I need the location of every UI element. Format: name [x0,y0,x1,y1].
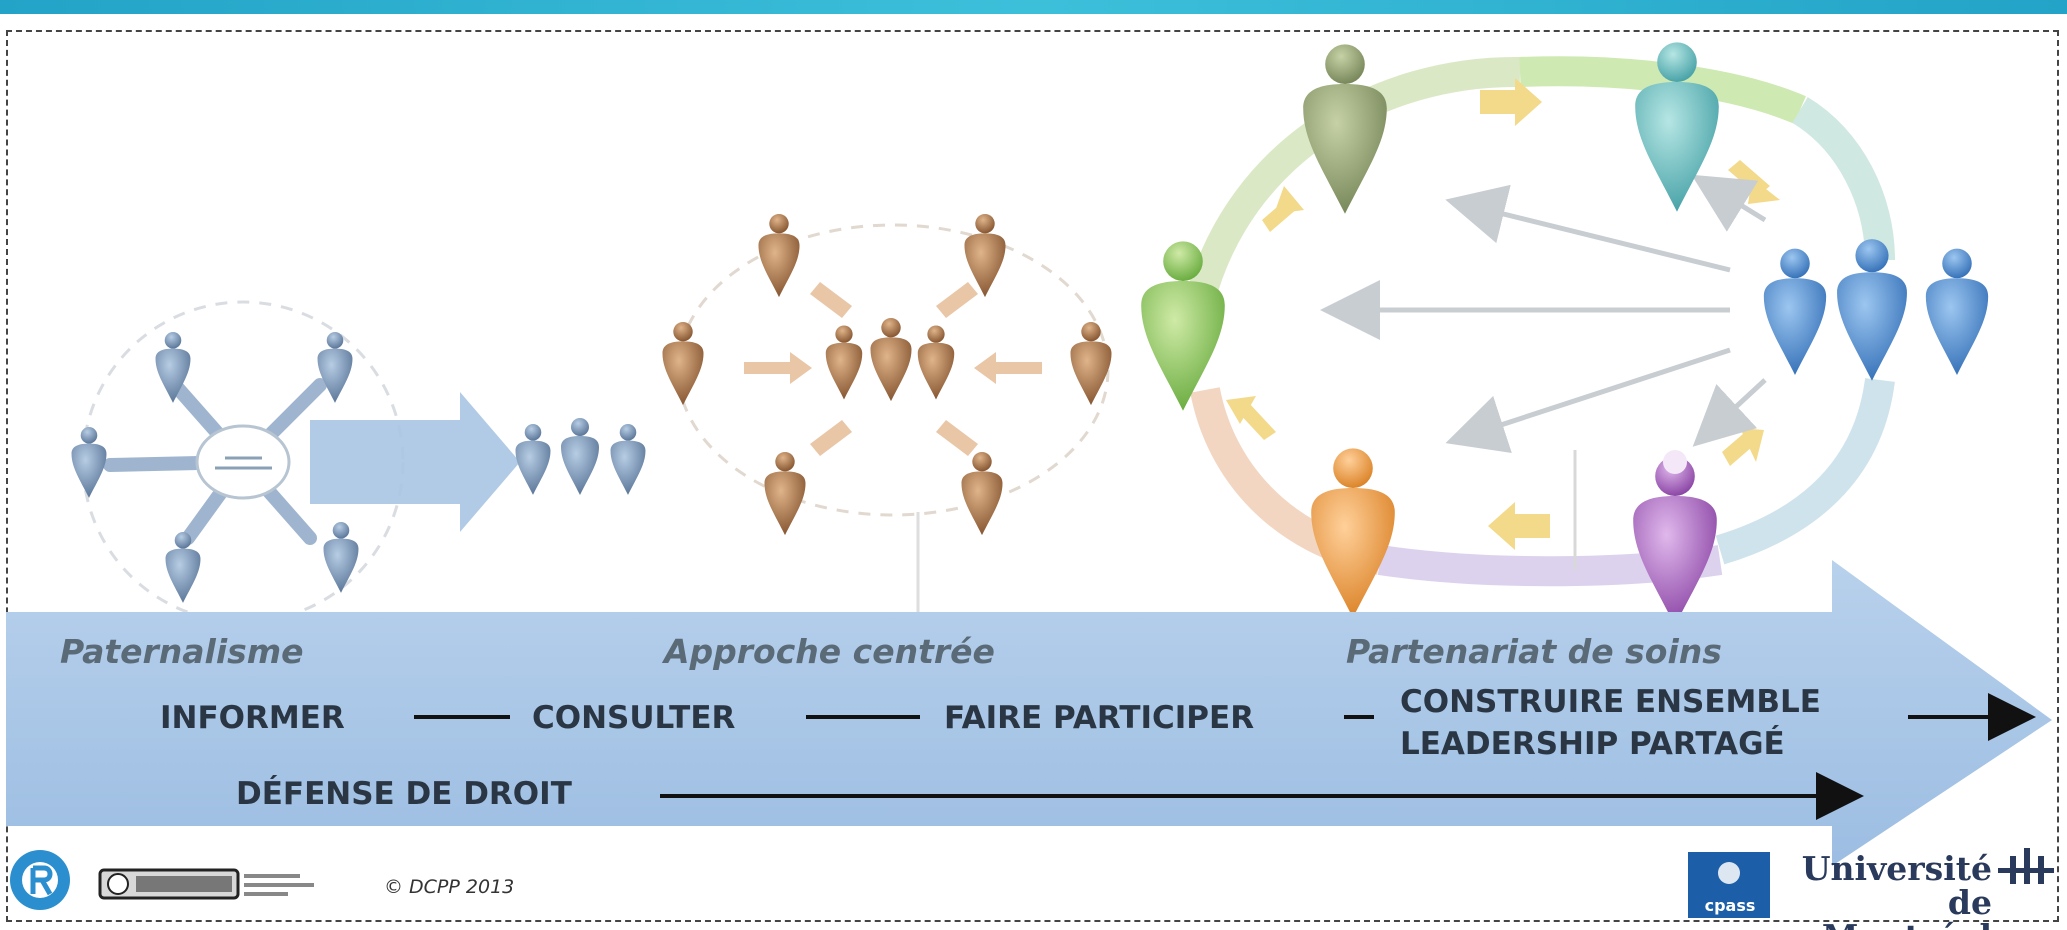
dashed-frame [6,30,2059,922]
partner-person-blue [1925,248,1989,375]
partner-person-blue [1763,248,1827,375]
stage-label-approche: Approche centrée [664,632,995,671]
approach-person [662,321,704,406]
university-line-1: Université [1801,849,1992,888]
paternal-person [561,418,599,495]
step-consulter: CONSULTER [532,700,736,736]
paternal-person [317,332,353,403]
partner-person-olive [1303,44,1387,214]
r-logo-icon [10,850,70,910]
stage-label-partenariat: Partenariat de soins [1346,632,1722,671]
approach-person [917,325,955,400]
approach-person [758,213,800,298]
university-name: Université de Montréal [1770,852,1992,930]
approach-person [825,325,863,400]
approach-person [764,451,806,536]
paternal-person [71,427,107,498]
step-defense-de-droit: DÉFENSE DE DROIT [236,776,572,812]
step-construire-ensemble: CONSTRUIRE ENSEMBLE [1400,684,1821,720]
creative-commons-badge [98,868,314,900]
step-faire-participer: FAIRE PARTICIPER [944,700,1255,736]
partner-person-purple [1633,456,1717,626]
partner-person-blue [1837,239,1907,381]
step-leadership-partage: LEADERSHIP PARTAGÉ [1400,726,1785,762]
copyright-text: © DCPP 2013 [384,876,515,898]
university-line-2: de Montréal [1822,883,1992,930]
main-progression-arrow [6,560,2052,866]
step-informer: INFORMER [160,700,345,736]
approach-person [870,317,912,402]
paternal-person [323,522,359,593]
approach-person [964,213,1006,298]
paternalism-cluster [71,300,646,624]
partnership-cycle [1141,42,1989,626]
approach-person [961,451,1003,536]
udem-logo [1998,848,2054,884]
top-accent-bar [0,0,2067,14]
paternal-person [165,532,201,603]
paternal-person [610,424,646,495]
step-connectors [414,693,2036,820]
approach-cluster [662,213,1112,612]
cpass-label: cpass [1704,896,1756,915]
cpass-logo [1688,852,1770,918]
partner-person-orange [1311,448,1395,618]
stage-label-paternalisme: Paternalisme [60,632,304,671]
paternal-person [515,424,551,495]
